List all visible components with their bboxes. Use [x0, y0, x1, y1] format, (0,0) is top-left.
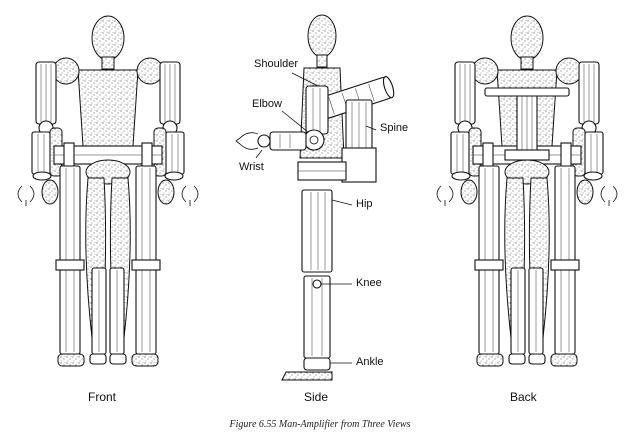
- callout-lines: [255, 72, 377, 364]
- label-elbow: Elbow: [252, 98, 282, 110]
- front-view-drawing: [17, 15, 199, 367]
- label-wrist: Wrist: [239, 161, 264, 173]
- view-label-front: Front: [88, 390, 117, 404]
- view-label-back: Back: [510, 390, 537, 404]
- figure-caption: Figure 6.55 Man-Amplifier from Three Vie…: [229, 419, 411, 430]
- label-ankle: Ankle: [356, 356, 384, 368]
- view-label-side: Side: [304, 390, 329, 404]
- label-knee: Knee: [356, 277, 382, 289]
- side-view-drawing: [235, 14, 395, 381]
- label-spine: Spine: [380, 122, 409, 134]
- label-shoulder: Shoulder: [254, 58, 299, 70]
- label-hip: Hip: [356, 198, 373, 210]
- back-view-drawing: [436, 15, 618, 367]
